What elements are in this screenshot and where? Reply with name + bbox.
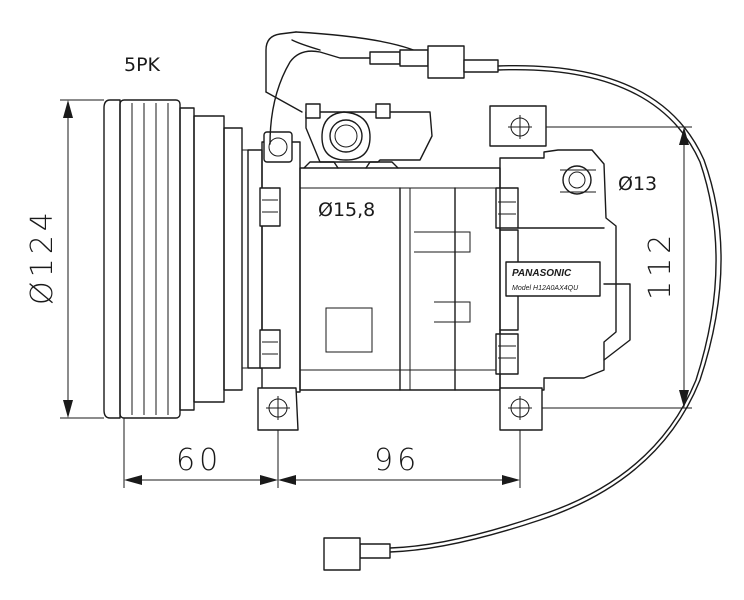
belt-type-label: 5PK (124, 54, 161, 76)
suction-port-block (265, 31, 433, 169)
nameplate-brand: PANASONIC (512, 268, 572, 279)
mount-ears (257, 105, 547, 431)
compressor-body (299, 167, 519, 391)
front-housing (247, 131, 301, 393)
dimension-horizontal (123, 418, 521, 488)
pulley (103, 99, 248, 419)
dimension-pulley-diameter (60, 99, 104, 419)
dimension-mount-height (542, 126, 692, 409)
pulley-diameter-label: Ø124 (25, 208, 60, 305)
discharge-port-label: Ø13 (618, 173, 657, 195)
suction-port-label: Ø15,8 (318, 199, 375, 221)
mount-spacing-label: 96 (374, 443, 420, 478)
nameplate-model: Model H12A0AX4QU (512, 285, 579, 292)
mount-height-label: 112 (643, 231, 678, 300)
nameplate: PANASONIC Model H12A0AX4QU (505, 261, 601, 297)
pulley-offset-label: 60 (176, 443, 222, 478)
rear-housing (499, 149, 631, 391)
clutch-wire (269, 31, 722, 571)
